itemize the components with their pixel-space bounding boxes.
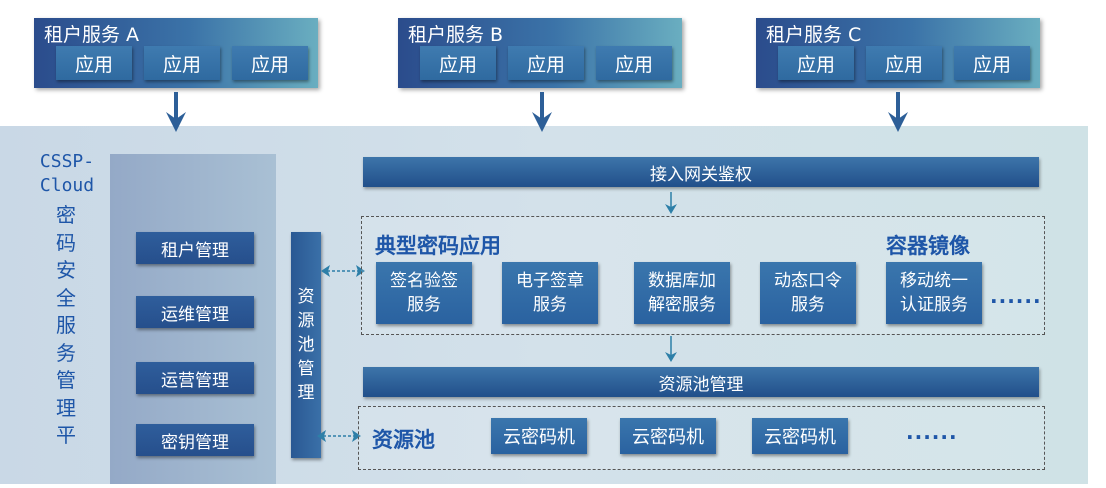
app-box[interactable]: 应用 (866, 46, 942, 80)
svc-line: 动态口令 (774, 271, 842, 291)
tenant-service-b: 租户服务 B 应用 应用 应用 (398, 18, 682, 88)
tenant-title: 租户服务 B (408, 24, 504, 46)
app-box[interactable]: 应用 (596, 46, 672, 80)
title-char: 理 (56, 395, 76, 420)
title-char: 务 (56, 340, 76, 365)
bar-char: 资 (297, 287, 315, 307)
title-char: 码 (56, 230, 76, 255)
brand-line-2: Cloud (39, 175, 95, 196)
svc-line: 数据库加 (648, 271, 716, 291)
tenant-title: 租户服务 C (766, 24, 862, 46)
svc-line: 服务 (407, 295, 441, 315)
bidirectional-arrow-icon (317, 430, 361, 442)
tenant-management-button[interactable]: 租户管理 (136, 232, 254, 264)
svc-line: 签名验签 (390, 271, 458, 291)
resource-pool-management-bar[interactable]: 资 源 池 管 理 (291, 232, 321, 458)
app-box[interactable]: 应用 (954, 46, 1030, 80)
svc-line: 解密服务 (648, 295, 716, 315)
e-seal-service[interactable]: 电子签章 服务 (502, 262, 598, 324)
svc-line: 服务 (533, 295, 567, 315)
ops-management-button[interactable]: 运维管理 (136, 296, 254, 328)
db-encryption-service[interactable]: 数据库加 解密服务 (634, 262, 730, 324)
cloud-hsm-box[interactable]: 云密码机 (620, 418, 716, 454)
title-char: 密 (56, 203, 76, 227)
app-box[interactable]: 应用 (778, 46, 854, 80)
platform-brand: CSSP- Cloud (30, 150, 104, 198)
title-char: 安 (56, 258, 76, 282)
app-box[interactable]: 应用 (420, 46, 496, 80)
crypto-apps-title: 典型密码应用 (375, 234, 501, 258)
bar-char: 理 (297, 383, 315, 403)
app-box[interactable]: 应用 (144, 46, 220, 80)
down-arrow-icon (532, 92, 552, 132)
down-arrow-icon (888, 92, 908, 132)
resource-pool-management-header[interactable]: 资源池管理 (363, 367, 1039, 397)
tenant-service-c: 租户服务 C 应用 应用 应用 (756, 18, 1040, 88)
bar-char: 管 (297, 359, 315, 379)
title-char: 平 (56, 423, 76, 447)
brand-line-1: CSSP- (39, 151, 95, 172)
title-char: 全 (56, 285, 76, 310)
svc-line: 电子签章 (516, 271, 584, 291)
dynamic-token-service[interactable]: 动态口令 服务 (760, 262, 856, 324)
key-management-button[interactable]: 密钥管理 (136, 424, 254, 456)
bar-char: 池 (297, 335, 315, 355)
cloud-hsm-box[interactable]: 云密码机 (752, 418, 848, 454)
bar-char: 源 (297, 311, 315, 331)
down-arrow-icon (166, 92, 186, 132)
title-char: 服 (56, 313, 76, 337)
tenant-service-a: 租户服务 A 应用 应用 应用 (34, 18, 318, 88)
svc-line: 认证服务 (900, 295, 968, 315)
cloud-hsm-box[interactable]: 云密码机 (491, 418, 587, 454)
down-arrow-icon (665, 192, 677, 214)
sign-verify-service[interactable]: 签名验签 服务 (376, 262, 472, 324)
services-ellipsis: ...... (990, 284, 1042, 308)
mobile-auth-service[interactable]: 移动统一 认证服务 (886, 262, 982, 324)
svc-line: 服务 (791, 295, 825, 315)
tenant-title: 租户服务 A (44, 24, 140, 46)
machines-ellipsis: ...... (906, 420, 958, 444)
app-box[interactable]: 应用 (56, 46, 132, 80)
bidirectional-arrow-icon (321, 265, 365, 277)
title-char: 管 (56, 368, 76, 392)
platform-title: 密 码 安 全 服 务 管 理 平 (53, 202, 79, 450)
resource-pool-title: 资源池 (372, 428, 435, 452)
container-image-title: 容器镜像 (886, 234, 970, 258)
down-arrow-icon (665, 336, 677, 362)
gateway-auth-bar[interactable]: 接入网关鉴权 (363, 157, 1039, 187)
svc-line: 移动统一 (900, 271, 968, 291)
app-box[interactable]: 应用 (232, 46, 308, 80)
app-box[interactable]: 应用 (508, 46, 584, 80)
operation-management-button[interactable]: 运营管理 (136, 362, 254, 394)
